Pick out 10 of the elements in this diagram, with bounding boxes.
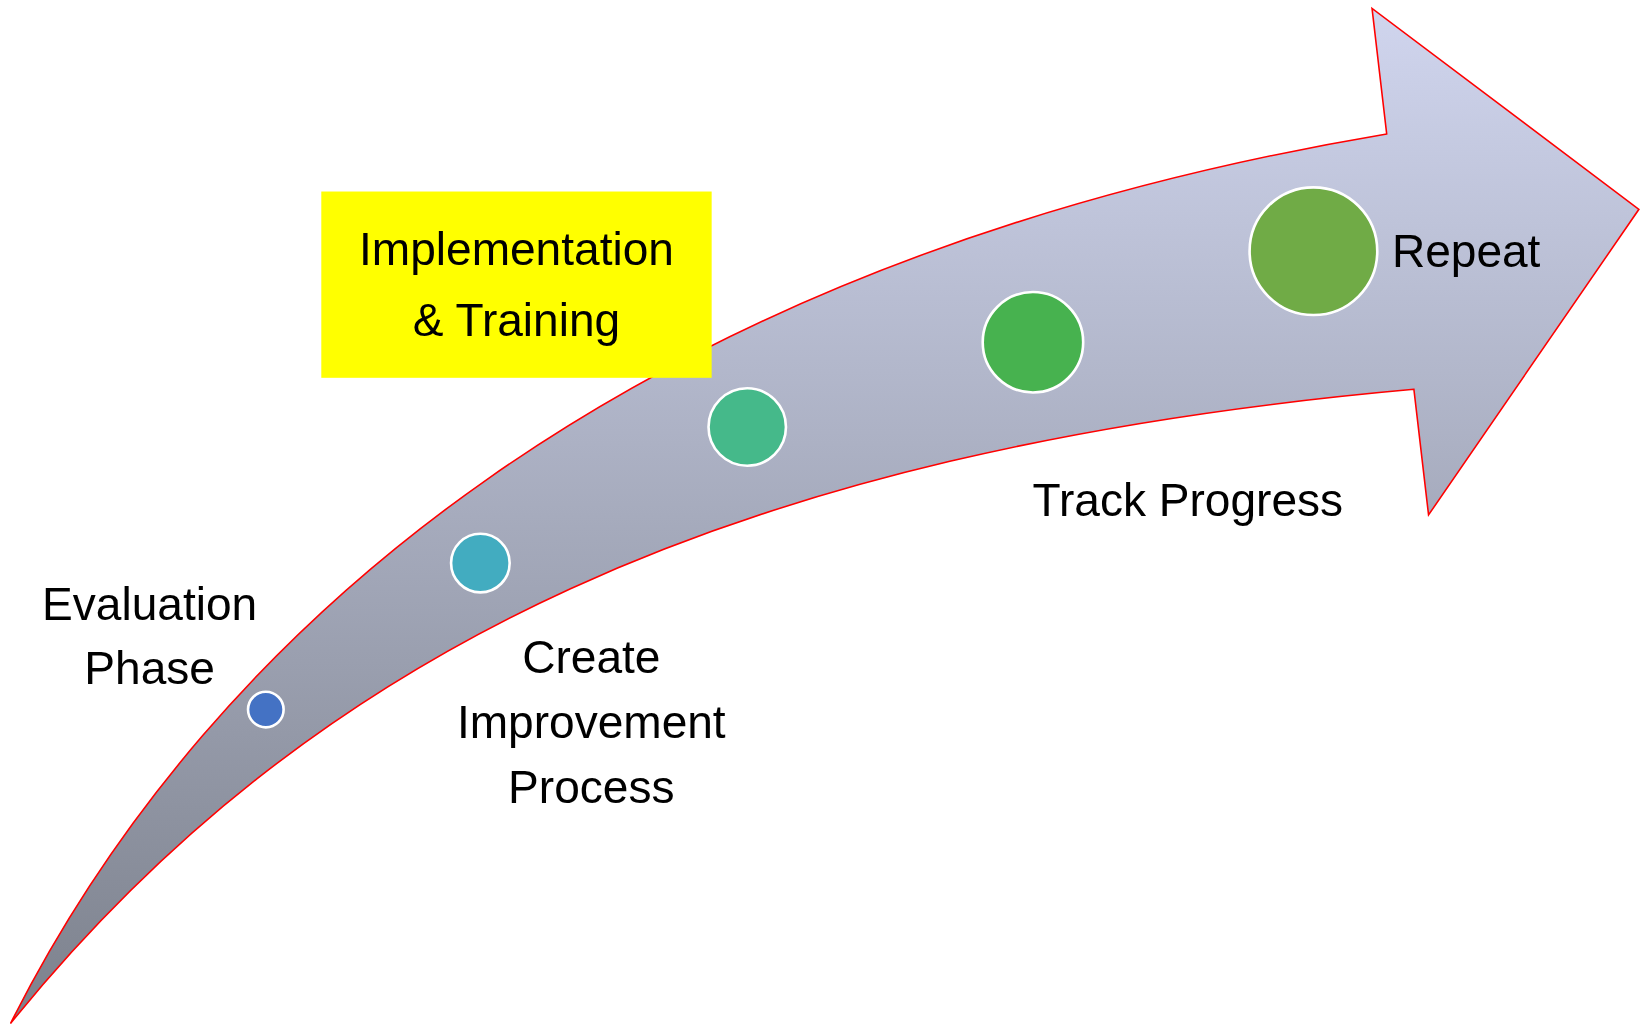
milestone-dot — [707, 386, 788, 468]
milestone-dot — [1248, 186, 1379, 317]
milestone-dot — [981, 290, 1085, 394]
highlighted-label: Implementation & Training — [321, 191, 712, 378]
step-label: Evaluation Phase — [41, 576, 259, 696]
milestone-dot — [246, 690, 285, 729]
step-label: Create Improvement Process — [455, 630, 727, 815]
milestone-dot — [449, 532, 511, 594]
step-label: Track Progress — [1031, 473, 1345, 528]
step-label: Repeat — [1391, 224, 1542, 279]
